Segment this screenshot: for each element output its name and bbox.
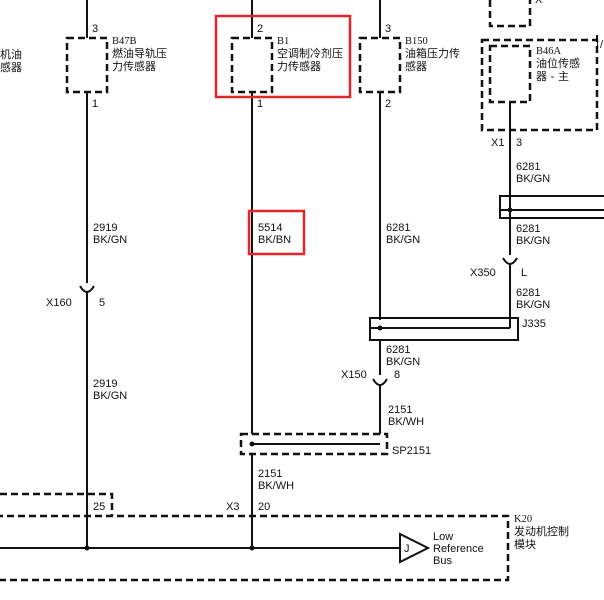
b150-pin-top: 3 bbox=[385, 23, 391, 35]
b47b-box bbox=[65, 36, 109, 94]
x160-pin: 5 bbox=[99, 297, 105, 309]
right-edge-mark: / bbox=[600, 39, 604, 51]
wire-2151-a-color: BK/WH bbox=[388, 416, 424, 428]
x150-pin: 8 bbox=[394, 369, 400, 381]
wire-2151-b-circuit: 2151 bbox=[258, 468, 282, 480]
bus-line3: Bus bbox=[433, 555, 452, 567]
j335-name: J335 bbox=[522, 318, 546, 330]
wire-5514-circuit: 5514 bbox=[258, 222, 282, 234]
wire-6281-b46a-circuit: 6281 bbox=[516, 161, 540, 173]
b1-box bbox=[230, 36, 274, 94]
k20-connector: X3 bbox=[226, 501, 239, 513]
k20-pin-b: 20 bbox=[258, 501, 270, 513]
b46a-ref: B46A bbox=[536, 46, 562, 57]
b1-pin-top: 2 bbox=[257, 23, 263, 35]
wire-6281-b150-circuit: 6281 bbox=[386, 222, 410, 234]
wire-6281-mid-circuit: 6281 bbox=[516, 223, 540, 235]
k20-ref: K20 bbox=[514, 514, 532, 525]
k20-module: 25 X3 20 K20 发动机控制 模块 J Low Reference Bu… bbox=[0, 492, 569, 582]
bus-line1: Low bbox=[433, 531, 453, 543]
wire-6281-b46a-color: BK/GN bbox=[516, 173, 550, 185]
x150-name: X150 bbox=[341, 369, 367, 381]
wire-6281-lower-circuit: 6281 bbox=[516, 287, 540, 299]
wire-5514-color: BK/BN bbox=[258, 234, 291, 246]
b150-pin-bottom: 2 bbox=[385, 98, 391, 110]
b1-sensor: 2 B1 空调制冷剂压 力传感器 1 bbox=[230, 0, 343, 548]
k20-pin-a: 25 bbox=[93, 501, 105, 513]
wire-2151-a-circuit: 2151 bbox=[388, 404, 412, 416]
b46a-connector: X1 bbox=[491, 137, 504, 149]
b46a-pin: 3 bbox=[516, 137, 522, 149]
b46a-line1: 油位传感 bbox=[536, 56, 580, 70]
sp2151-name: SP2151 bbox=[392, 445, 431, 457]
b1-ref: B1 bbox=[277, 36, 289, 47]
b150-line1: 油箱压力传 bbox=[405, 46, 460, 60]
wire-6281-mid-color: BK/GN bbox=[516, 235, 550, 247]
top-partial-text: X bbox=[535, 0, 543, 6]
b150-ref: B150 bbox=[405, 36, 428, 47]
k20-line2: 模块 bbox=[514, 538, 536, 551]
b150-line2: 感器 bbox=[405, 60, 427, 73]
bus-pin: J bbox=[404, 543, 410, 555]
b1-pin-bottom: 1 bbox=[257, 98, 263, 110]
b1-line1: 空调制冷剂压 bbox=[277, 46, 343, 60]
b47b-pin-bottom: 1 bbox=[92, 98, 98, 110]
wire-2919-low-circuit: 2919 bbox=[93, 378, 117, 390]
b47b-line1: 燃油导轨压 bbox=[112, 46, 167, 60]
wire-5514-highlight-box bbox=[247, 209, 306, 256]
b47b-sensor: 3 B47B 燃油导轨压 力传感器 1 bbox=[65, 0, 167, 283]
b1-line2: 力传感器 bbox=[277, 60, 321, 73]
x160-name: X160 bbox=[46, 297, 72, 309]
b47b-line2: 力传感器 bbox=[112, 60, 156, 73]
k20-line1: 发动机控制 bbox=[514, 524, 569, 538]
b46a-line2: 器 - 主 bbox=[536, 70, 569, 83]
b150-box bbox=[358, 36, 402, 94]
wire-6281-lower-color: BK/GN bbox=[516, 299, 550, 311]
wire-2919-top-circuit: 2919 bbox=[93, 222, 117, 234]
k20-box bbox=[0, 514, 510, 582]
left-partial-line2: 感器 bbox=[0, 61, 22, 74]
x160-connector: X160 5 bbox=[46, 285, 105, 548]
wire-2151-b-color: BK/WH bbox=[258, 480, 294, 492]
b1-highlight-box bbox=[214, 14, 352, 99]
wire-2919-low-color: BK/GN bbox=[93, 390, 127, 402]
wire-6281-x150-circuit: 6281 bbox=[386, 344, 410, 356]
b47b-pin-top: 3 bbox=[92, 23, 98, 35]
bus-line2: Reference bbox=[433, 543, 484, 555]
b47b-ref: B47B bbox=[112, 36, 137, 47]
x350-pin: L bbox=[521, 267, 527, 279]
wire-6281-x150-color: BK/GN bbox=[386, 356, 420, 368]
j335-junction: J335 bbox=[369, 317, 546, 375]
b46a-sensor: B46A 油位传感 器 - 主 X1 3 bbox=[480, 38, 599, 255]
wire-2919-top-color: BK/GN bbox=[93, 234, 127, 246]
b150-sensor: 3 B150 油箱压力传 感器 2 bbox=[358, 0, 460, 320]
right-junction-bar bbox=[499, 195, 604, 219]
left-partial-line1: 机油 bbox=[0, 47, 22, 61]
left-partial-component: 机油 感器 bbox=[0, 47, 22, 74]
b46a-inner-box bbox=[488, 44, 532, 104]
sp2151-splice: SP2151 bbox=[239, 432, 431, 457]
x350-name: X350 bbox=[470, 267, 496, 279]
bus-triangle bbox=[399, 532, 431, 564]
wire-6281-b150-color: BK/GN bbox=[386, 234, 420, 246]
